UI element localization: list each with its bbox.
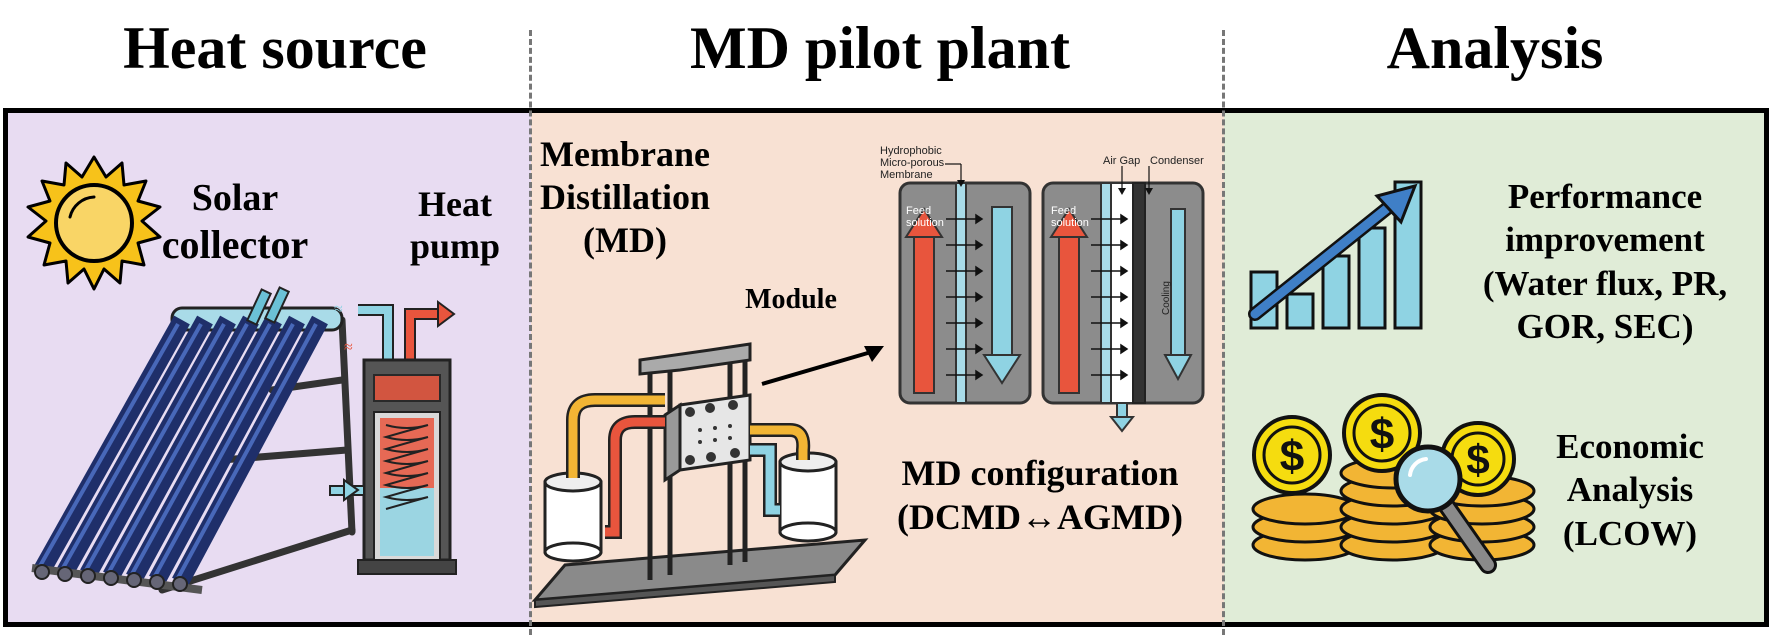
dcmd-membrane-label: Hydrophobic Micro-porous Membrane xyxy=(880,145,944,181)
coins-magnifier-icon: $ $ $ xyxy=(1251,393,1536,574)
sun-icon xyxy=(26,155,162,291)
agmd-schematic xyxy=(1041,181,1205,433)
md-configuration-label: MD configuration (DCMD↔AGMD) xyxy=(870,452,1210,540)
outer-frame xyxy=(3,108,1769,627)
solar-collector-illustration xyxy=(31,286,356,594)
coin-dollar-2: $ xyxy=(1370,410,1394,459)
heat-pump-illustration: ≈ ≈ xyxy=(329,300,457,575)
header-analysis: Analysis xyxy=(1386,15,1604,81)
md-config-line2: (DCMD↔AGMD) xyxy=(897,496,1183,537)
dcmd-feed-label: Feed solution xyxy=(906,205,944,229)
agmd-feed-line1: Feed xyxy=(1051,205,1077,217)
dcmd-feed-line2: solution xyxy=(906,217,944,230)
md-label-line2: Distillation xyxy=(539,177,710,218)
md-label-line1: Membrane xyxy=(540,134,710,174)
agmd-feed-line2: solution xyxy=(1051,217,1089,230)
dcmd-membrane-pointer xyxy=(945,163,965,187)
md-label-line3: (MD) xyxy=(583,220,667,261)
performance-line4: GOR, SEC) xyxy=(1516,307,1694,347)
performance-label: Performance improvement (Water flux, PR,… xyxy=(1450,175,1760,349)
solar-label-line2: collector xyxy=(161,221,309,267)
dashed-divider-left xyxy=(529,30,532,635)
agmd-cooling-label: Cooling xyxy=(1161,281,1172,315)
economic-line1: Economic xyxy=(1556,427,1704,466)
dcmd-membrane-line2: Micro-porous xyxy=(880,157,945,170)
agmd-feed-label: Feed solution xyxy=(1051,205,1089,229)
agmd-pointers xyxy=(1118,166,1153,195)
md-config-line1: MD configuration xyxy=(901,453,1179,493)
performance-line2: improvement xyxy=(1505,220,1705,260)
dcmd-membrane-line3: Membrane xyxy=(880,169,933,182)
solar-collector-label: Solar collector xyxy=(160,176,310,268)
dcmd-schematic xyxy=(898,181,1032,405)
heat-pump-line1: Heat xyxy=(418,184,492,224)
md-pilot-rig-illustration xyxy=(531,342,869,609)
module-label: Module xyxy=(745,284,837,315)
heat-pump-label: Heat pump xyxy=(395,183,515,268)
coin-dollar-3: $ xyxy=(1466,436,1489,483)
svg-text:≈: ≈ xyxy=(334,301,343,318)
membrane-distillation-label: Membrane Distillation (MD) xyxy=(520,133,730,263)
agmd-air-gap-label: Air Gap xyxy=(1103,155,1141,167)
dashed-divider-right xyxy=(1222,30,1225,635)
economic-line3: (LCOW) xyxy=(1562,513,1698,553)
module-arrow xyxy=(761,346,884,386)
bar-growth-icon xyxy=(1248,180,1423,330)
performance-line3: (Water flux, PR, xyxy=(1482,263,1728,303)
coin-dollar-1: $ xyxy=(1280,432,1304,481)
header-md-pilot-plant: MD pilot plant xyxy=(689,15,1071,81)
dcmd-membrane-line1: Hydrophobic xyxy=(880,145,942,157)
heat-pump-line2: pump xyxy=(409,226,501,267)
agmd-condenser-label: Condenser xyxy=(1150,155,1204,167)
dcmd-feed-line1: Feed xyxy=(906,205,932,217)
economic-analysis-label: Economic Analysis (LCOW) xyxy=(1530,425,1730,555)
performance-line1: Performance xyxy=(1507,177,1703,216)
header-heat-source: Heat source xyxy=(123,15,427,81)
svg-text:≈: ≈ xyxy=(344,339,353,356)
economic-line2: Analysis xyxy=(1566,470,1694,510)
solar-label-line1: Solar xyxy=(191,177,279,219)
